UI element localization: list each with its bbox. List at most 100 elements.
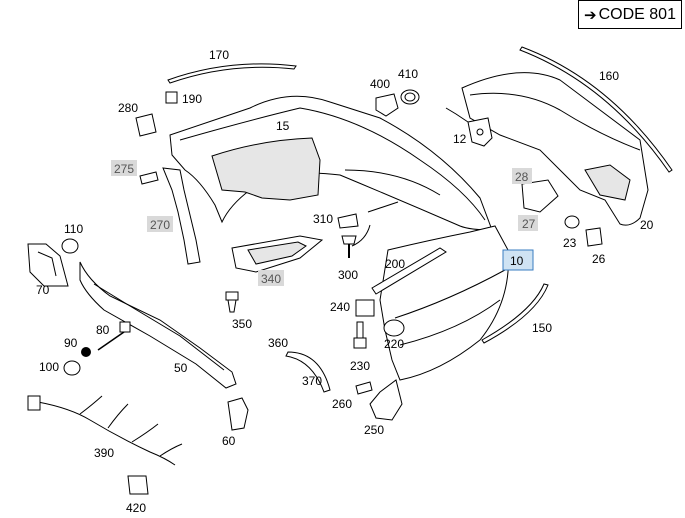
part-350-screw [225, 291, 239, 301]
part-230-screw [353, 337, 367, 349]
part-420-connector [127, 475, 149, 495]
part-410-ring-inner [404, 92, 416, 102]
part-10-lower-crease [399, 299, 501, 346]
callout-230: 230 [350, 359, 370, 373]
part-20-diffuser [461, 72, 649, 226]
part-400-sensor [375, 93, 399, 117]
callout-390: 390 [94, 446, 114, 460]
callout-270-shade [147, 216, 173, 232]
part-70-bracket [27, 243, 69, 287]
callout-23: 23 [563, 236, 577, 250]
callout-60: 60 [222, 434, 236, 448]
callout-27: 27 [522, 217, 536, 231]
part-270-support [162, 167, 201, 265]
callout-70: 70 [36, 283, 50, 297]
part-310-arrow [351, 224, 371, 247]
part-100-nut [63, 360, 81, 376]
callout-90: 90 [64, 336, 78, 350]
part-410-ring [400, 89, 420, 105]
callout-260: 260 [332, 397, 352, 411]
part-80-head [119, 321, 131, 333]
part-20-cutout [584, 164, 631, 201]
part-15-edge [179, 107, 486, 221]
callout-190: 190 [182, 92, 202, 106]
callout-110: 110 [64, 222, 83, 236]
callout-400: 400 [370, 77, 390, 91]
callout-28-shade [512, 168, 532, 184]
part-300-screw [341, 235, 357, 245]
part-10-bumper-lower [379, 225, 509, 381]
callout-350: 350 [232, 317, 252, 331]
callout-200: 200 [385, 257, 405, 271]
callout-10: 10 [510, 254, 524, 268]
arrow-right-icon: ➔ [584, 6, 597, 24]
part-275-screw [139, 171, 159, 185]
part-12-cable [445, 107, 469, 123]
part-390-branch-3 [131, 423, 159, 443]
callout-26: 26 [592, 252, 606, 266]
part-390-branch-2 [107, 403, 129, 429]
callout-360: 360 [268, 336, 288, 350]
part-70-detail [37, 251, 57, 277]
callout-370: 370 [302, 374, 322, 388]
callout-340: 340 [261, 272, 281, 286]
part-160-strip [519, 46, 673, 173]
part-15-inner-edge [344, 169, 441, 196]
callout-170: 170 [209, 48, 229, 62]
callout-27-shade [518, 215, 538, 231]
callout-80: 80 [96, 323, 110, 337]
callout-10-highlight [502, 249, 534, 271]
callout-250: 250 [364, 423, 384, 437]
callout-160: 160 [599, 69, 619, 83]
callout-300: 300 [338, 268, 358, 282]
part-150-strip [481, 283, 549, 344]
callout-275-shade [111, 160, 137, 176]
part-220-nut [383, 319, 405, 337]
part-50-carrier [79, 261, 237, 389]
callout-310: 310 [313, 212, 333, 226]
callout-340-shade [258, 270, 284, 286]
part-50-ridge [93, 283, 225, 371]
part-390-branch-4 [159, 443, 183, 457]
part-390-connector [27, 395, 41, 411]
part-390-branch-1 [79, 395, 103, 415]
part-80-bolt [97, 331, 125, 351]
part-310-clip [337, 213, 359, 229]
code-label: CODE 801 [598, 5, 676, 23]
part-60-bracket [227, 397, 249, 431]
callout-420: 420 [126, 501, 146, 515]
part-27-bracket [521, 179, 559, 213]
part-230-thread [356, 321, 364, 339]
part-280-bracket [135, 113, 157, 137]
part-110-washer [61, 238, 79, 254]
callout-50: 50 [174, 361, 188, 375]
part-170-trim [167, 63, 297, 84]
part-12-hole [476, 128, 484, 136]
callout-270: 270 [150, 218, 170, 232]
part-190-clip [165, 91, 178, 104]
part-310-tie [367, 201, 399, 213]
code-801-box: ➔ CODE 801 [578, 0, 682, 29]
part-10-crease [394, 269, 506, 319]
callout-240: 240 [330, 300, 350, 314]
part-15-inner-panel [211, 137, 321, 201]
part-240-clip [355, 299, 375, 317]
callout-220: 220 [384, 337, 404, 351]
part-360-370-trim [285, 351, 331, 393]
callout-410: 410 [398, 67, 418, 81]
part-20-edge [469, 92, 641, 151]
callout-28: 28 [515, 170, 529, 184]
part-23-screw [564, 215, 580, 229]
callout-12: 12 [453, 132, 467, 146]
part-15-bumper-cover [169, 95, 493, 231]
part-340-inner [247, 241, 307, 265]
part-350-thread [227, 299, 237, 313]
callout-275: 275 [114, 162, 134, 176]
part-250-flap [369, 379, 403, 421]
callout-100: 100 [39, 360, 59, 374]
callout-15: 15 [276, 119, 290, 133]
part-90-washer [81, 347, 91, 357]
callout-280: 280 [118, 101, 138, 115]
part-390-harness [37, 401, 176, 466]
